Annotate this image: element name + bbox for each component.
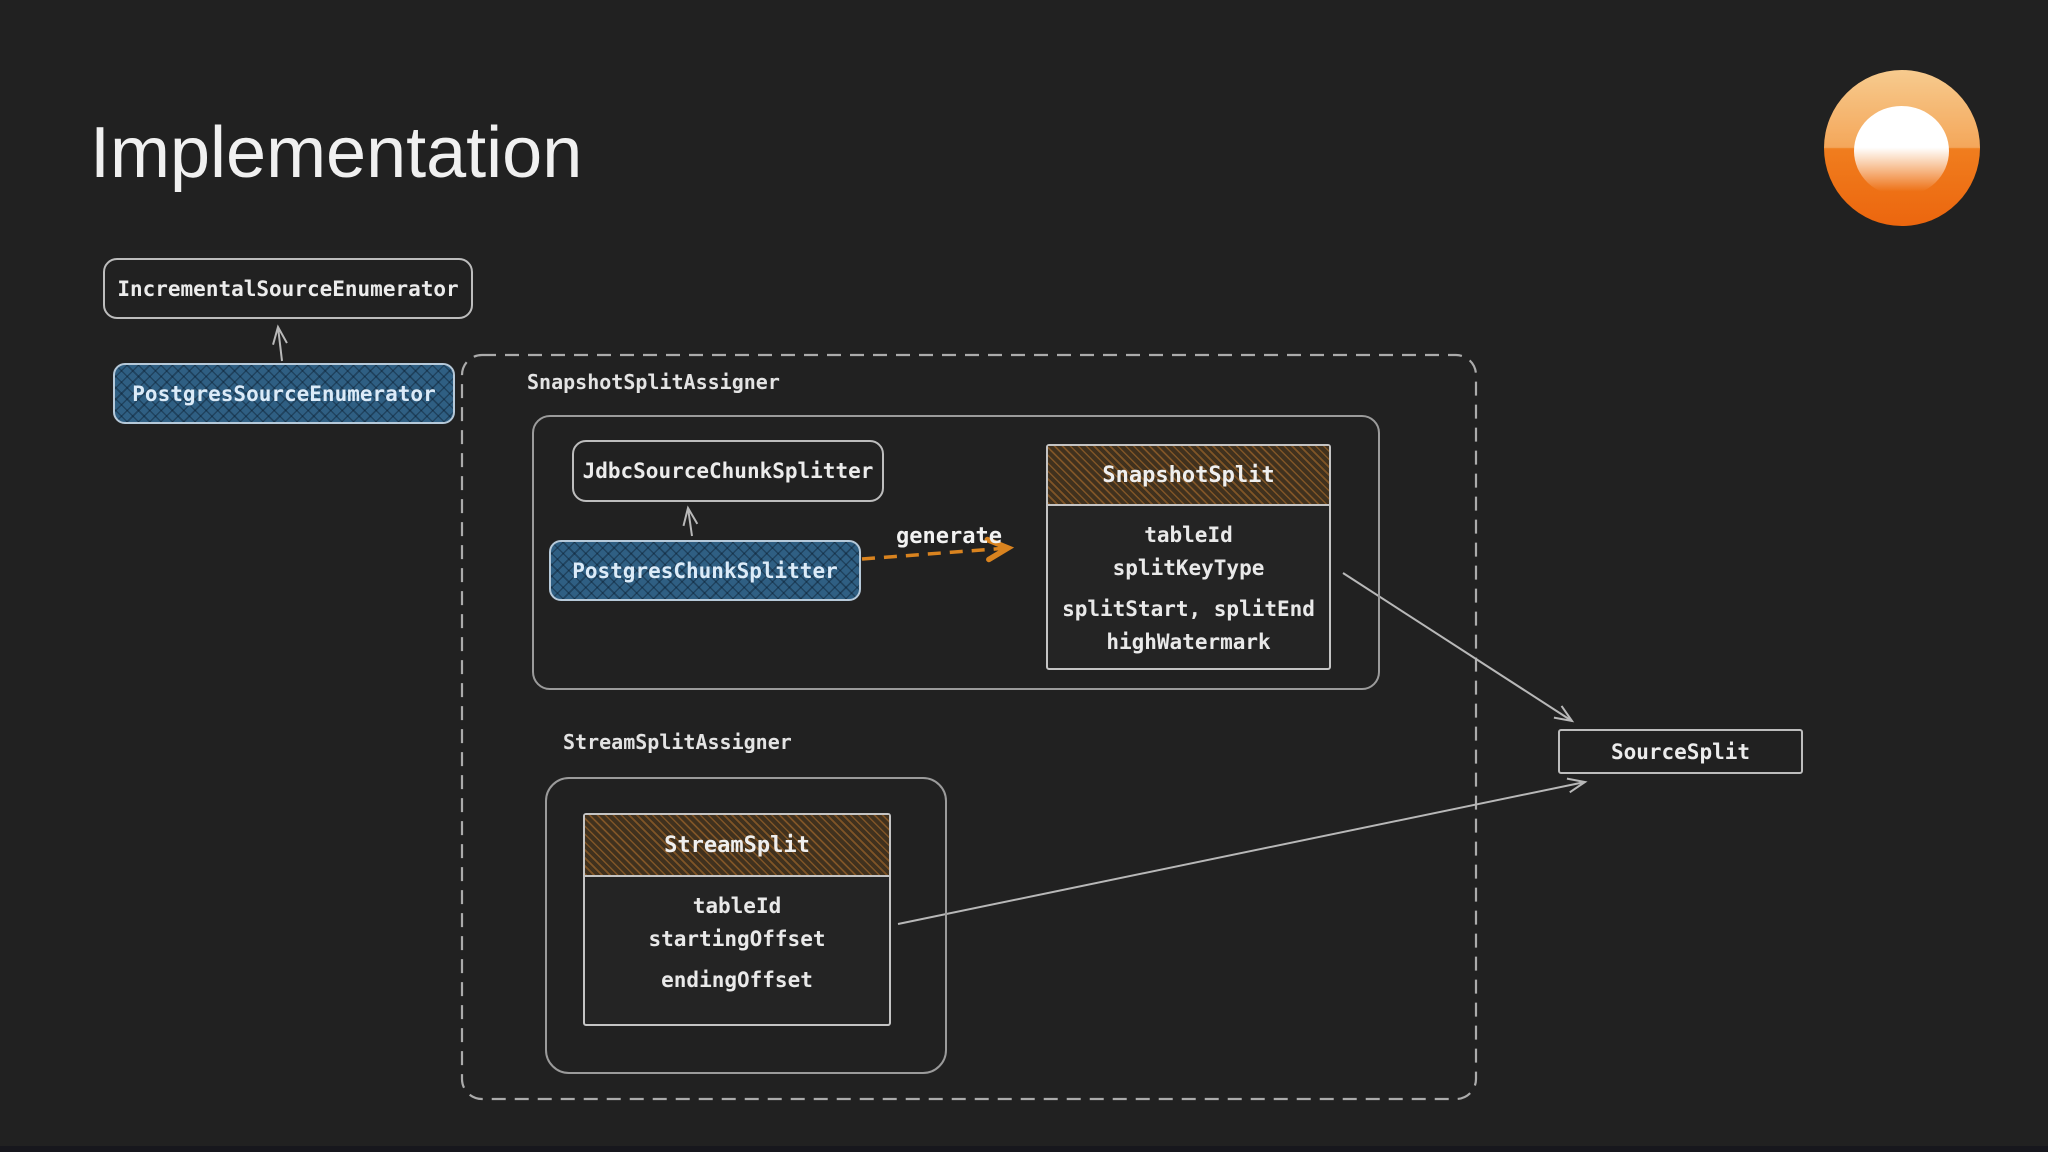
edge-label-generate: generate xyxy=(896,524,1002,549)
card-snapshot-split-header: SnapshotSplit xyxy=(1048,446,1329,506)
card-snapshot-split-body: tableId splitKeyType splitStart, splitEn… xyxy=(1048,506,1329,668)
field-high-watermark: highWatermark xyxy=(1106,630,1271,654)
snapshot-splitter-container xyxy=(532,415,1380,690)
node-jdbc-source-chunk-splitter: JdbcSourceChunkSplitter xyxy=(572,440,884,502)
bottom-edge-strip xyxy=(0,1146,2048,1152)
node-incremental-source-enumerator: IncrementalSourceEnumerator xyxy=(103,258,473,319)
arrow-postgres-enumerator-to-incremental xyxy=(272,324,288,362)
node-postgres-source-enumerator: PostgresSourceEnumerator xyxy=(113,363,455,424)
node-source-split: SourceSplit xyxy=(1558,729,1803,774)
sun-orb-core xyxy=(1853,105,1949,197)
field-table-id: tableId xyxy=(692,894,782,918)
arrow-stream-split-to-source-split xyxy=(897,777,1588,925)
field-table-id: tableId xyxy=(1144,523,1233,547)
field-split-key-type: splitKeyType xyxy=(1112,556,1265,580)
slide-title: Implementation xyxy=(90,113,583,193)
field-ending-offset: endingOffset xyxy=(661,968,813,992)
group-label-snapshot-split-assigner: SnapshotSplitAssigner xyxy=(527,370,780,394)
card-stream-split: StreamSplit tableId startingOffset endin… xyxy=(583,813,891,1026)
card-stream-split-header: StreamSplit xyxy=(585,815,889,877)
field-starting-offset: startingOffset xyxy=(648,927,826,951)
sun-orb-icon xyxy=(1824,70,1980,226)
card-snapshot-split: SnapshotSplit tableId splitKeyType split… xyxy=(1046,444,1331,670)
card-stream-split-body: tableId startingOffset endingOffset xyxy=(585,877,889,1024)
field-split-start-end: splitStart, splitEnd xyxy=(1062,597,1315,621)
node-postgres-chunk-splitter: PostgresChunkSplitter xyxy=(549,540,861,601)
stream-split-container xyxy=(545,777,947,1074)
group-label-stream-split-assigner: StreamSplitAssigner xyxy=(563,730,792,754)
